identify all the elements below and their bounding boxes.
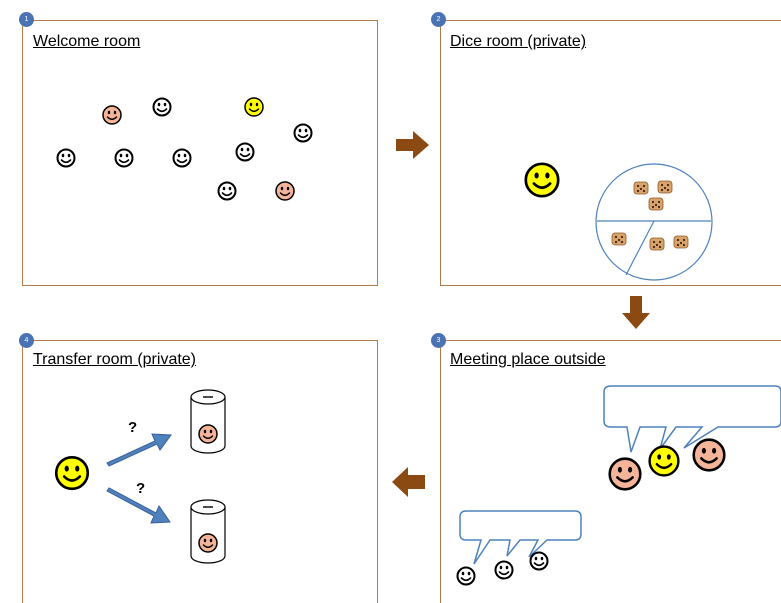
flow-arrow-icon: [106, 433, 172, 467]
smiley-outline-icon: [529, 551, 549, 571]
smiley-yellow-icon: [244, 97, 264, 117]
smiley-peach-icon: [692, 438, 726, 472]
dice-icon: [649, 237, 665, 251]
smiley-peach-icon: [102, 105, 122, 125]
dice-icon: [611, 232, 627, 246]
smiley-peach-icon: [198, 533, 218, 553]
dice-plate: [595, 163, 713, 281]
meeting-room-title-text: Meeting place outside: [450, 351, 606, 368]
welcome-room-title: Welcome room: [33, 33, 140, 51]
smiley-yellow-icon: [648, 445, 680, 477]
dice-icon: [657, 180, 673, 194]
speech-bubble-lower: [459, 510, 582, 565]
smiley-outline-icon: [494, 560, 514, 580]
transfer-room-title: Transfer room (private): [33, 351, 196, 369]
smiley-outline-icon: [56, 148, 76, 168]
room-number-badge-2: 2: [431, 12, 446, 27]
transfer-room-title-text: Transfer room: [33, 351, 133, 368]
dice-room-title: Dice room (private): [450, 33, 586, 51]
smiley-yellow-icon: [54, 455, 90, 491]
smiley-outline-icon: [217, 181, 237, 201]
dice-room-title-suffix: (private): [527, 33, 587, 50]
dice-icon: [648, 197, 664, 211]
dice-icon: [673, 235, 689, 249]
dice-icon: [633, 181, 649, 195]
money-box-icon: [190, 499, 226, 564]
smiley-outline-icon: [456, 566, 476, 586]
flow-arrow-icon: [622, 296, 650, 329]
smiley-outline-icon: [172, 148, 192, 168]
flow-arrow-icon: [392, 467, 425, 497]
welcome-room-panel: [22, 20, 378, 286]
meeting-room-title: Meeting place outside: [450, 351, 606, 369]
smiley-peach-icon: [608, 457, 642, 491]
welcome-room-title-text: Welcome room: [33, 33, 141, 50]
transfer-question-mark-upper: ?: [128, 419, 138, 436]
flow-arrow-icon: [106, 487, 171, 524]
room-number-badge-3: 3: [431, 333, 446, 348]
room-number-badge-1: 1: [19, 12, 34, 27]
smiley-outline-icon: [114, 148, 134, 168]
smiley-outline-icon: [235, 142, 255, 162]
smiley-outline-icon: [293, 123, 313, 143]
dice-room-title-text: Dice room: [450, 33, 523, 50]
smiley-yellow-icon: [524, 162, 560, 198]
room-number-badge-4: 4: [19, 333, 34, 348]
smiley-peach-icon: [275, 181, 295, 201]
smiley-outline-icon: [152, 97, 172, 117]
smiley-peach-icon: [198, 424, 218, 444]
flow-arrow-icon: [396, 131, 429, 159]
transfer-question-mark-lower: ?: [136, 480, 146, 497]
speech-bubble-upper: [603, 385, 781, 453]
transfer-room-title-suffix: (private): [137, 351, 197, 368]
